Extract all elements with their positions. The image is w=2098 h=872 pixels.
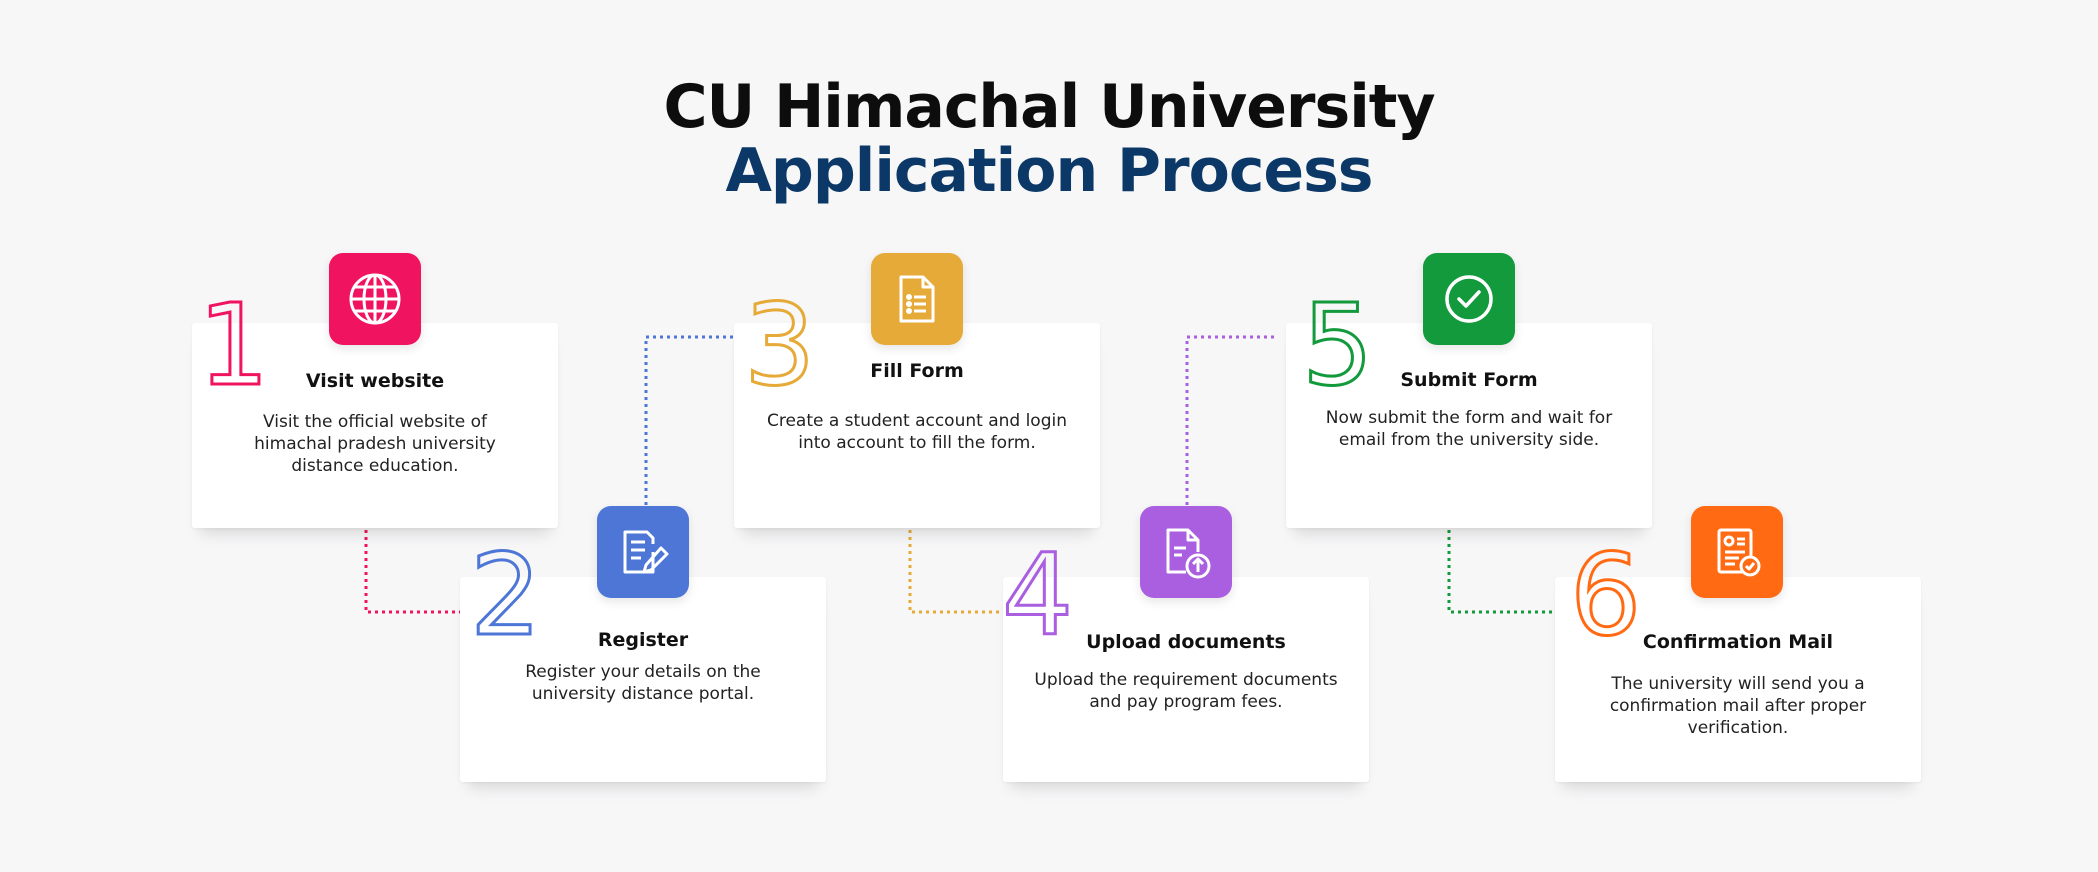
step-card-3: Fill Form Create a student account and l… bbox=[734, 323, 1100, 528]
upload-document-icon bbox=[1140, 506, 1232, 598]
certificate-icon bbox=[1691, 506, 1783, 598]
step-title: Upload documents bbox=[1086, 631, 1286, 653]
step-title: Fill Form bbox=[870, 360, 964, 382]
connector-5-6 bbox=[1447, 530, 1553, 614]
step-description: Create a student account and login into … bbox=[766, 411, 1068, 453]
step-number-5: 5 bbox=[1300, 281, 1374, 411]
step-description: The university will send you a confirmat… bbox=[1609, 674, 1867, 738]
connector-3-4 bbox=[908, 530, 1000, 614]
form-document-icon bbox=[871, 253, 963, 345]
connector-1-2 bbox=[364, 530, 466, 614]
page-subtitle: Application Process bbox=[725, 136, 1373, 206]
step-title: Visit website bbox=[305, 370, 445, 392]
step-title: Register bbox=[597, 629, 689, 651]
step-card-4: Upload documents Upload the requirement … bbox=[1003, 577, 1369, 782]
edit-document-icon bbox=[597, 506, 689, 598]
check-circle-icon bbox=[1423, 253, 1515, 345]
step-description: Upload the requirement documents and pay… bbox=[1034, 670, 1338, 712]
step-card-1: Visit website Visit the official website… bbox=[192, 323, 558, 528]
step-number-4: 4 bbox=[1000, 531, 1074, 661]
step-number-3: 3 bbox=[742, 281, 816, 411]
step-card-2: Register Register your details on the un… bbox=[460, 577, 826, 782]
globe-icon bbox=[329, 253, 421, 345]
step-number-2: 2 bbox=[468, 531, 542, 661]
connector-4-5 bbox=[1185, 335, 1275, 505]
step-number-6: 6 bbox=[1568, 531, 1642, 661]
page-title: CU Himachal University bbox=[663, 72, 1435, 142]
step-title: Confirmation Mail bbox=[1642, 631, 1834, 653]
connector-2-3 bbox=[644, 335, 733, 505]
step-title: Submit Form bbox=[1400, 369, 1538, 391]
step-description: Visit the official website of himachal p… bbox=[254, 412, 496, 476]
step-card-6: Confirmation Mail The university will se… bbox=[1555, 577, 1921, 782]
step-number-1: 1 bbox=[196, 281, 270, 411]
step-card-5: Submit Form Now submit the form and wait… bbox=[1286, 323, 1652, 528]
step-description: Register your details on the university … bbox=[525, 662, 761, 704]
step-description: Now submit the form and wait for email f… bbox=[1325, 408, 1613, 450]
